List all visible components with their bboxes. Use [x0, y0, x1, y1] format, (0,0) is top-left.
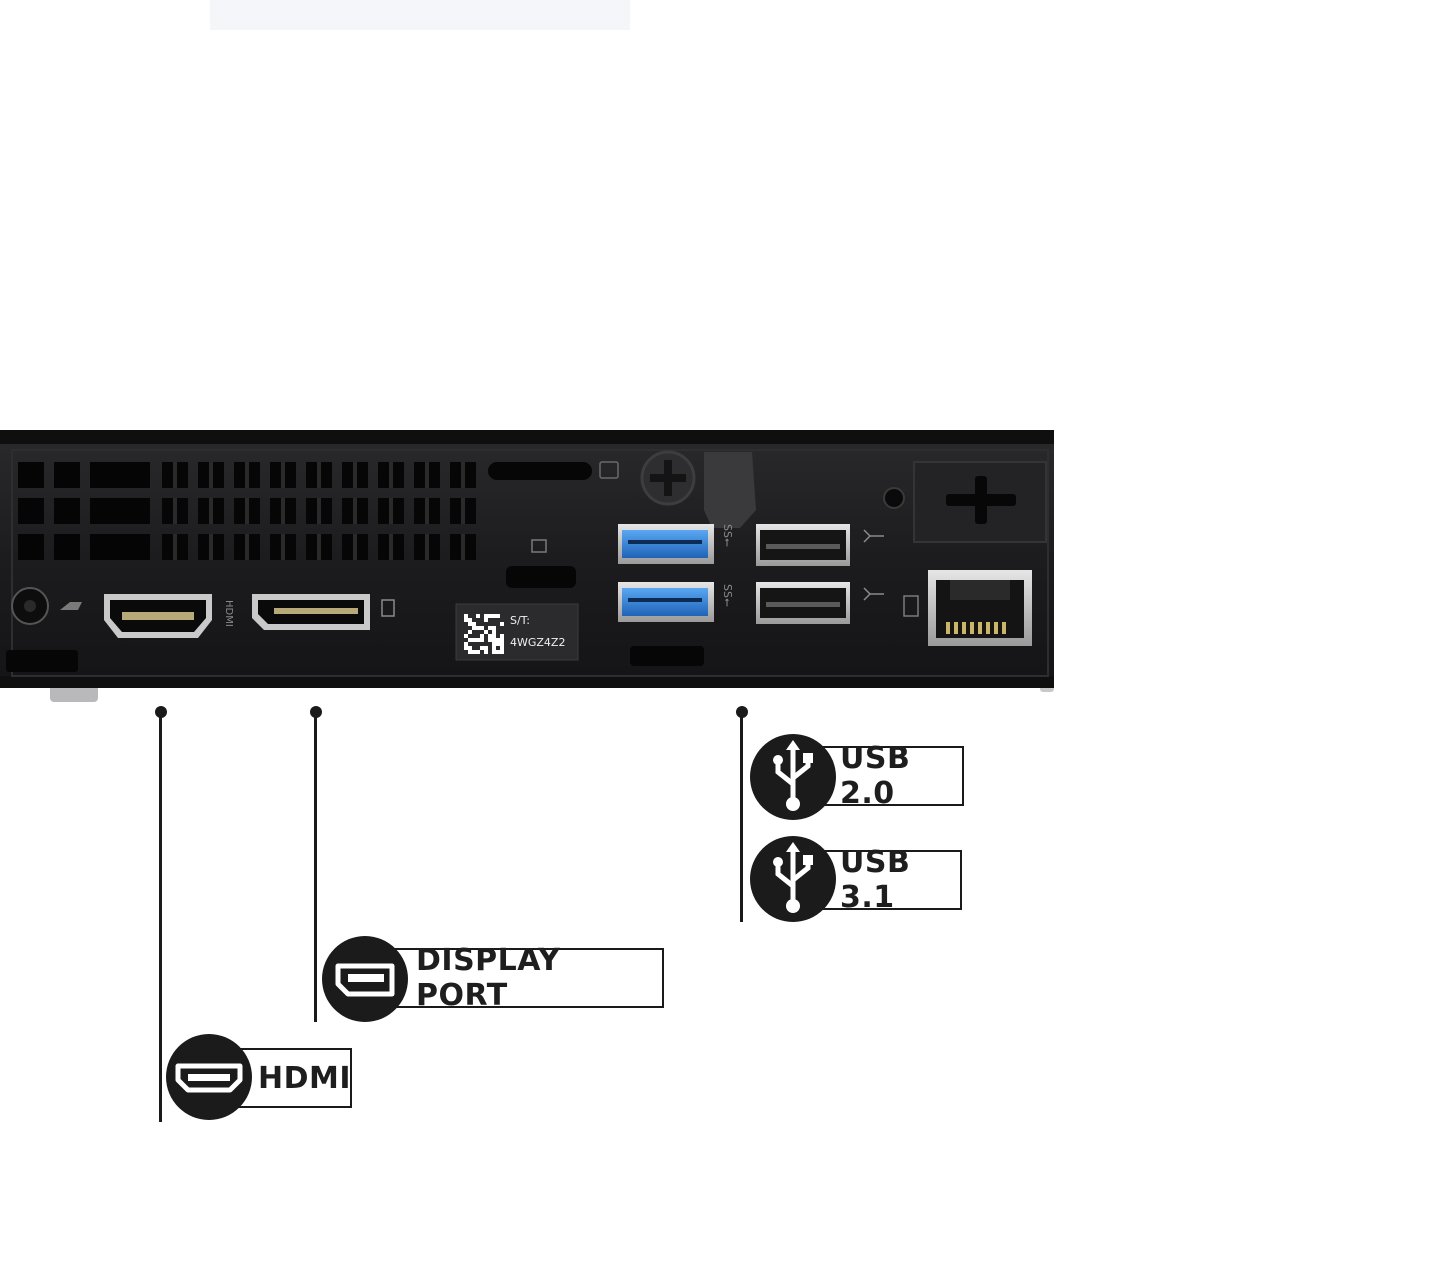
displayport-callout-label: DISPLAY PORT [416, 943, 561, 1013]
usb-icon [750, 734, 836, 820]
card-slot [488, 462, 592, 480]
serial-label: S/T: [510, 614, 530, 627]
hdmi-icon [166, 1034, 252, 1120]
usb2-callout-label: USB 2.0 [840, 741, 911, 811]
usb-icon [750, 836, 836, 922]
hdmi-marking: HDMI [223, 600, 234, 627]
usb3-marking-bottom: SS⭠ [721, 584, 734, 607]
usb31-callout: USB 3.1 [812, 845, 962, 915]
displayport-leader-line [314, 712, 317, 1022]
hdmi-leader-line [159, 712, 162, 1122]
qr-code [464, 614, 504, 654]
cable-lock [704, 452, 756, 528]
usb31-callout-label: USB 3.1 [840, 845, 911, 915]
usb-leader-line [740, 712, 743, 922]
displayport-icon [322, 936, 408, 1022]
hdmi-callout-label: HDMI [258, 1060, 352, 1096]
displayport-callout: DISPLAY PORT [380, 943, 664, 1013]
serial-number: 4WGZ4Z2 [510, 636, 566, 649]
usb3-marking-top: SS⭠ [721, 524, 734, 547]
vent-grid [18, 462, 150, 560]
